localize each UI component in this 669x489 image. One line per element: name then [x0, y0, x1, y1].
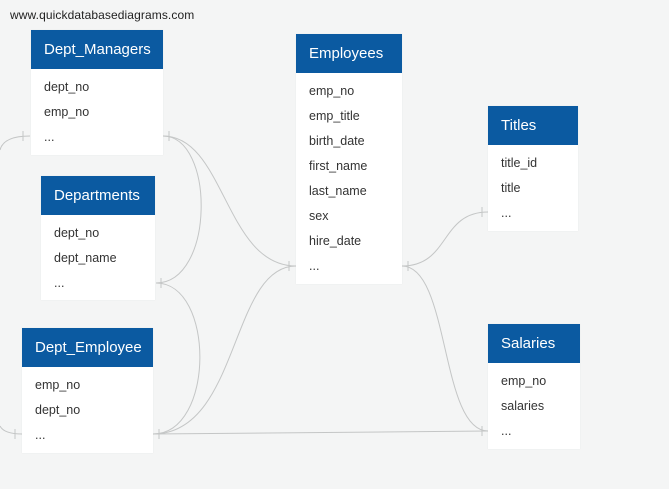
link-departments-dept-employee: [152, 282, 201, 435]
field-row[interactable]: emp_no: [309, 84, 355, 98]
table-salaries[interactable]: Salaries emp_no salaries ...: [488, 324, 580, 449]
field-row[interactable]: ...: [501, 206, 512, 220]
field-row[interactable]: emp_no: [44, 105, 90, 119]
link-employees-titles: [401, 211, 489, 267]
table-header[interactable]: Salaries: [488, 324, 580, 363]
table-header[interactable]: Titles: [488, 106, 578, 145]
field-row[interactable]: ...: [309, 259, 320, 273]
table-employees[interactable]: Employees emp_no emp_title birth_date fi…: [296, 34, 402, 284]
field-row[interactable]: dept_no: [35, 403, 81, 417]
field-row[interactable]: first_name: [309, 159, 368, 173]
field-row[interactable]: dept_no: [54, 226, 100, 240]
field-row[interactable]: last_name: [309, 184, 367, 198]
link-dept-managers-left: [0, 135, 31, 151]
link-dept-managers-employees: [162, 135, 297, 267]
table-header[interactable]: Dept_Managers: [31, 30, 163, 69]
field-row[interactable]: dept_name: [54, 251, 117, 265]
table-header[interactable]: Dept_Employee: [22, 328, 153, 367]
field-row[interactable]: ...: [44, 130, 55, 144]
table-departments[interactable]: Departments dept_no dept_name ...: [41, 176, 155, 300]
field-row[interactable]: hire_date: [309, 234, 362, 248]
link-dept-employee-salaries: [152, 430, 489, 435]
watermark: www.quickdatabasediagrams.com: [10, 8, 195, 22]
table-dept-managers[interactable]: Dept_Managers dept_no emp_no ...: [31, 30, 163, 155]
field-row[interactable]: emp_no: [35, 378, 81, 392]
field-row[interactable]: ...: [35, 428, 46, 442]
table-titles[interactable]: Titles title_id title ...: [488, 106, 578, 231]
link-employees-salaries: [401, 265, 489, 432]
field-row[interactable]: ...: [501, 424, 512, 438]
field-row[interactable]: emp_title: [309, 109, 360, 123]
field-row[interactable]: ...: [54, 276, 65, 290]
field-row[interactable]: birth_date: [309, 134, 365, 148]
field-row[interactable]: sex: [309, 209, 329, 223]
link-dept-employee-left: [0, 425, 23, 435]
field-row[interactable]: salaries: [501, 399, 545, 413]
link-dept-employee-employees: [152, 265, 297, 435]
field-row[interactable]: title: [501, 181, 521, 195]
field-row[interactable]: dept_no: [44, 80, 90, 94]
link-dept-managers-departments: [155, 135, 202, 284]
table-header[interactable]: Departments: [41, 176, 155, 215]
field-row[interactable]: emp_no: [501, 374, 547, 388]
table-header[interactable]: Employees: [296, 34, 402, 73]
field-row[interactable]: title_id: [501, 156, 538, 170]
table-dept-employee[interactable]: Dept_Employee emp_no dept_no ...: [22, 328, 153, 453]
